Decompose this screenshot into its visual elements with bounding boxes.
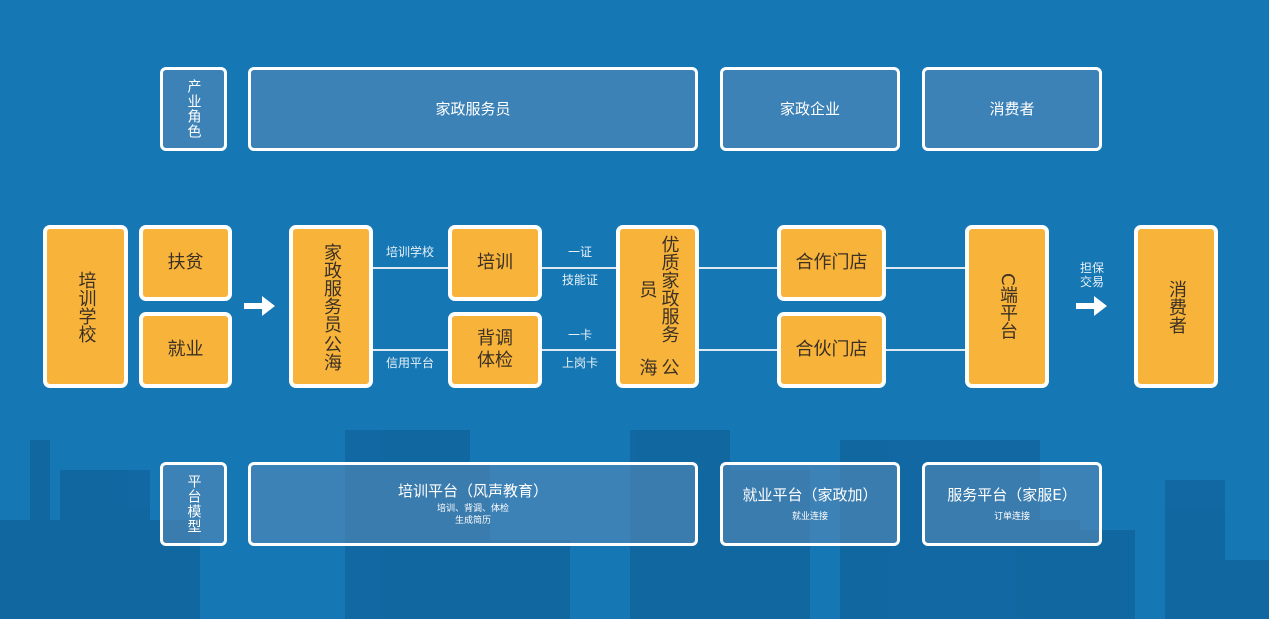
role-domestic-worker: 家政服务员 — [435, 100, 511, 118]
connector-pool-to-background-check — [370, 349, 450, 351]
training-platform-sub-line2: 生成简历 — [454, 516, 491, 526]
background-check-box: 背调 体检 — [448, 312, 542, 388]
poverty-relief-box: 扶贫 — [139, 225, 232, 301]
role-consumer: 消费者 — [989, 100, 1035, 118]
guarantee-trade-label-line2: 交易 — [1079, 275, 1104, 289]
role-box-domestic-company: 家政企业 — [720, 67, 900, 151]
connector-franchise-store-to-c-platform — [884, 349, 968, 351]
c-platform-label: C端平台 — [997, 273, 1018, 340]
service-platform-title: 服务平台（家服E） — [947, 486, 1077, 504]
c-platform-box: C端平台 — [965, 225, 1049, 388]
franchise-store-label: 合伙门店 — [795, 339, 868, 360]
link-label-work-card: 上岗卡 — [561, 356, 598, 370]
quality-worker-pool-box: 优质家政服务员 公海 — [616, 225, 699, 388]
worker-pool-label-line2: 公海 — [321, 334, 342, 371]
background-check-label-line1: 背调 — [477, 328, 513, 349]
worker-pool-label-line1: 家政服务员 — [321, 242, 342, 333]
employment-platform-sub: 就业连接 — [791, 512, 828, 522]
link-label-training-school: 培训学校 — [385, 245, 434, 259]
connector-pool-to-training — [370, 267, 450, 269]
guarantee-trade-label-line1: 担保 — [1079, 261, 1104, 275]
role-box-domestic-worker: 家政服务员 — [248, 67, 698, 151]
consumer-label: 消费者 — [1166, 279, 1187, 334]
quality-pool-label-line2: 公海 — [636, 358, 680, 376]
connector-partner-store-to-c-platform — [884, 267, 968, 269]
platform-box-employment: 就业平台（家政加） 就业连接 — [720, 462, 900, 546]
role-domestic-company: 家政企业 — [779, 100, 840, 118]
employment-label: 就业 — [167, 339, 204, 360]
right-arrow-icon — [1076, 296, 1107, 316]
right-arrow-icon — [244, 296, 275, 316]
industry-roles-label: 产业角色 — [185, 79, 202, 139]
franchise-store-box: 合伙门店 — [777, 312, 886, 388]
platform-model-label: 平台模型 — [185, 474, 202, 534]
partner-store-box: 合作门店 — [777, 225, 886, 301]
platform-model-label-box: 平台模型 — [160, 462, 227, 546]
connector-background-check-to-quality-pool — [540, 349, 620, 351]
platform-box-service: 服务平台（家服E） 订单连接 — [922, 462, 1102, 546]
worker-pool-box: 家政服务员 公海 — [289, 225, 373, 388]
training-label: 培训 — [477, 252, 513, 273]
role-box-consumer: 消费者 — [922, 67, 1102, 151]
industry-roles-label-box: 产业角色 — [160, 67, 227, 151]
training-platform-sub-line1: 培训、背调、体检 — [436, 504, 509, 514]
poverty-relief-label: 扶贫 — [167, 252, 204, 273]
connector-training-to-quality-pool — [540, 267, 620, 269]
training-school-box: 培训学校 — [43, 225, 128, 388]
training-school-label: 培训学校 — [75, 270, 97, 343]
link-label-credit-platform: 信用平台 — [385, 356, 434, 370]
employment-box: 就业 — [139, 312, 232, 388]
partner-store-label: 合作门店 — [795, 252, 868, 273]
connector-quality-pool-to-franchise-store — [696, 349, 780, 351]
link-label-skill-certificate: 技能证 — [561, 273, 598, 287]
training-box: 培训 — [448, 225, 542, 301]
link-label-one-card: 一卡 — [567, 328, 592, 342]
platform-box-training: 培训平台（风声教育） 培训、背调、体检 生成简历 — [248, 462, 698, 546]
training-platform-title: 培训平台（风声教育） — [397, 482, 548, 500]
connector-quality-pool-to-partner-store — [696, 267, 780, 269]
employment-platform-title: 就业平台（家政加） — [742, 486, 878, 504]
service-platform-sub: 订单连接 — [993, 512, 1030, 522]
quality-pool-label-line1: 优质家政服务员 — [636, 234, 680, 343]
background-check-label-line2: 体检 — [477, 350, 513, 371]
consumer-box: 消费者 — [1134, 225, 1218, 388]
link-label-one-certificate: 一证 — [567, 245, 592, 259]
